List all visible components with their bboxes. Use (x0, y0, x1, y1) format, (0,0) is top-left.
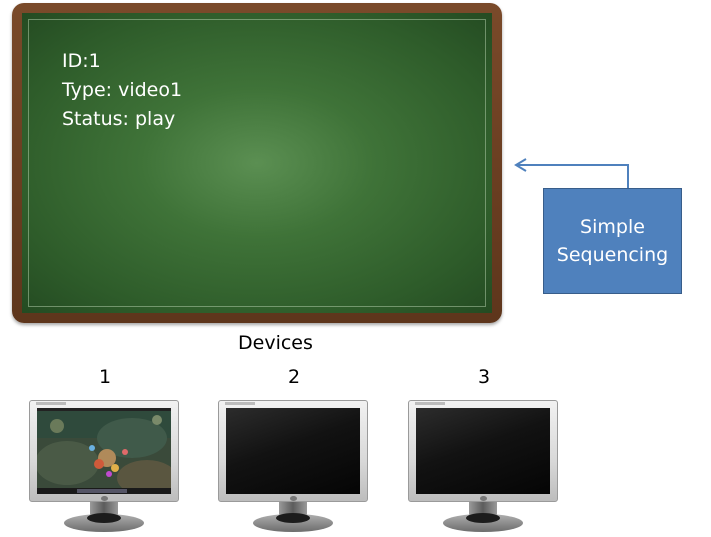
simple-sequencing-box: Simple Sequencing (543, 188, 682, 294)
chalkboard-display: ID:1 Type: video1 Status: play (12, 3, 502, 323)
board-type-line: Type: video1 (62, 79, 183, 101)
game-video-frame (37, 408, 171, 494)
monitor-bezel (218, 400, 368, 502)
monitor-logo-icon (480, 496, 487, 501)
chalkboard-inner-border (28, 19, 486, 307)
monitor-stand-base (443, 514, 523, 532)
monitor-stand-base (253, 514, 333, 532)
devices-title: Devices (238, 332, 313, 354)
monitor-stand-base (64, 514, 144, 532)
sequencer-arrow (514, 158, 629, 188)
monitor-screen-blank (226, 408, 360, 494)
board-id-line: ID:1 (62, 50, 101, 72)
sequencer-label-line2: Sequencing (556, 244, 669, 266)
chalkboard-surface: ID:1 Type: video1 Status: play (22, 13, 492, 313)
monitor-bezel (408, 400, 558, 502)
device-monitor-3 (408, 400, 558, 533)
device-number-2: 2 (287, 366, 301, 388)
sequencer-label-line1: Simple (580, 216, 645, 238)
board-status-line: Status: play (62, 108, 176, 130)
monitor-logo-icon (290, 496, 297, 501)
chalkboard-status-text: ID:1 Type: video1 Status: play (62, 47, 182, 134)
device-number-3: 3 (477, 366, 491, 388)
monitor-logo-icon (101, 496, 108, 501)
device-number-1: 1 (98, 366, 112, 388)
monitor-bezel (29, 400, 179, 502)
device-monitor-2 (218, 400, 368, 533)
monitor-screen-blank (416, 408, 550, 494)
device-monitor-1 (29, 400, 179, 533)
